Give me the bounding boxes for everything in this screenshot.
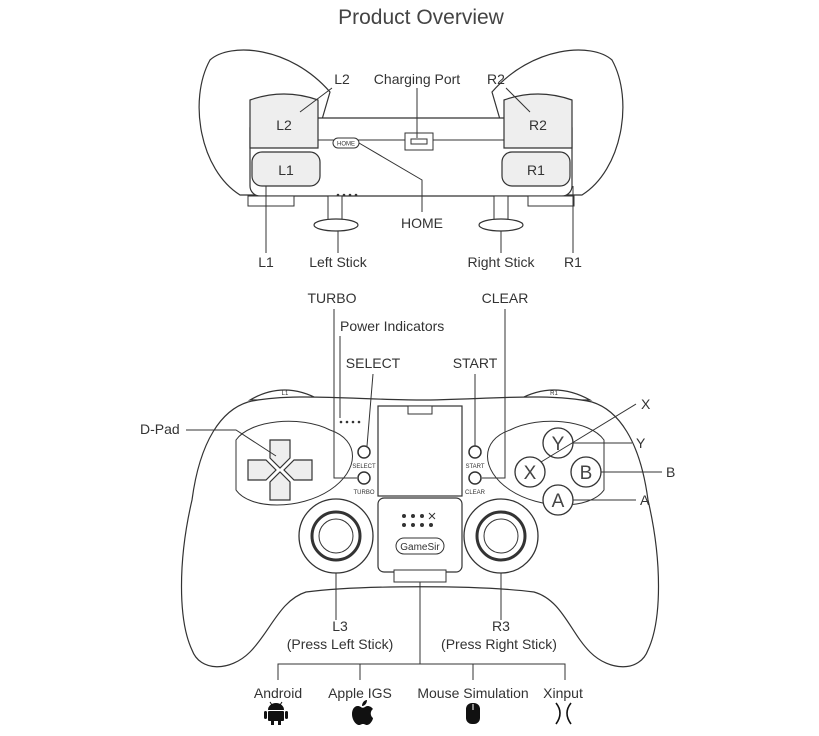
right-stick-front [463, 498, 539, 574]
y-label: Y [636, 435, 646, 451]
select-small-label: SELECT [352, 464, 376, 470]
x-label: X [641, 396, 651, 412]
select-label: SELECT [346, 355, 401, 371]
clear-button [468, 471, 482, 485]
start-small-label: START [465, 464, 484, 470]
controller-front-view: L1 R1 GameSir SELECT TURBO [180, 389, 660, 668]
svg-text:R2: R2 [529, 117, 547, 133]
r3-label-line2: (Press Right Stick) [441, 636, 557, 652]
right-stick-side [478, 195, 524, 232]
svg-text:R1: R1 [527, 162, 545, 178]
charging-port-label: Charging Port [374, 71, 460, 87]
start-label: START [453, 355, 498, 371]
l2-trigger [249, 93, 319, 149]
b-label: B [666, 464, 675, 480]
mouse-icon [466, 703, 480, 724]
android-icon [264, 701, 288, 725]
face-x-letter: X [524, 463, 537, 484]
start-button [468, 445, 482, 459]
l3-label-line1: L3 [332, 618, 348, 634]
r1-cap: R1 [550, 391, 558, 397]
left-stick-label: Left Stick [309, 254, 368, 270]
turbo-button [357, 471, 371, 485]
r1-bumper [501, 151, 571, 187]
r1-label: R1 [564, 254, 582, 270]
clear-label: CLEAR [482, 290, 529, 306]
power-indicators-label: Power Indicators [340, 318, 444, 334]
svg-text:L1: L1 [278, 162, 294, 178]
mode-indicator-dots [402, 512, 436, 527]
mode-apple: Apple IGS [328, 685, 392, 725]
face-buttons: Y X B A [514, 427, 602, 516]
clear-small-label: CLEAR [465, 490, 486, 496]
left-stick-side [313, 195, 359, 232]
face-a-letter: A [552, 491, 565, 512]
turbo-label: TURBO [308, 290, 357, 306]
mode-apple-label: Apple IGS [328, 685, 392, 701]
mode-android-label: Android [254, 685, 302, 701]
mode-xinput-label: Xinput [543, 685, 583, 701]
home-label: HOME [401, 215, 443, 231]
a-label: A [640, 492, 650, 508]
l2-label: L2 [334, 71, 350, 87]
svg-text:L2: L2 [276, 117, 292, 133]
l1-cap: L1 [282, 391, 289, 397]
brand-text: GameSir [400, 542, 440, 553]
select-button [357, 445, 371, 459]
mode-mouse: Mouse Simulation [417, 685, 529, 724]
dpad-label: D-Pad [140, 421, 180, 437]
controller-top-view: L2 R2 L1 R1 HOME [198, 49, 624, 232]
phone-holder [377, 405, 463, 497]
r2-label: R2 [487, 71, 505, 87]
apple-icon [352, 700, 373, 725]
turbo-small-label: TURBO [354, 490, 375, 496]
xinput-icon [555, 702, 572, 725]
left-stick-front [298, 498, 374, 574]
r3-label-line1: R3 [492, 618, 510, 634]
r2-trigger [503, 93, 573, 149]
brand-badge [395, 537, 445, 555]
face-b-letter: B [580, 463, 593, 484]
power-indicator-dots [339, 420, 361, 424]
svg-text:HOME: HOME [337, 142, 355, 148]
dpad [247, 439, 313, 501]
mode-android: Android [254, 685, 302, 725]
mode-xinput: Xinput [543, 685, 583, 725]
mode-mouse-label: Mouse Simulation [417, 685, 528, 701]
page-title: Product Overview [338, 6, 505, 29]
l1-label: L1 [258, 254, 274, 270]
center-panel [377, 497, 463, 573]
right-stick-label: Right Stick [468, 254, 536, 270]
l1-bumper [251, 151, 321, 187]
l3-label-line2: (Press Left Stick) [287, 636, 394, 652]
